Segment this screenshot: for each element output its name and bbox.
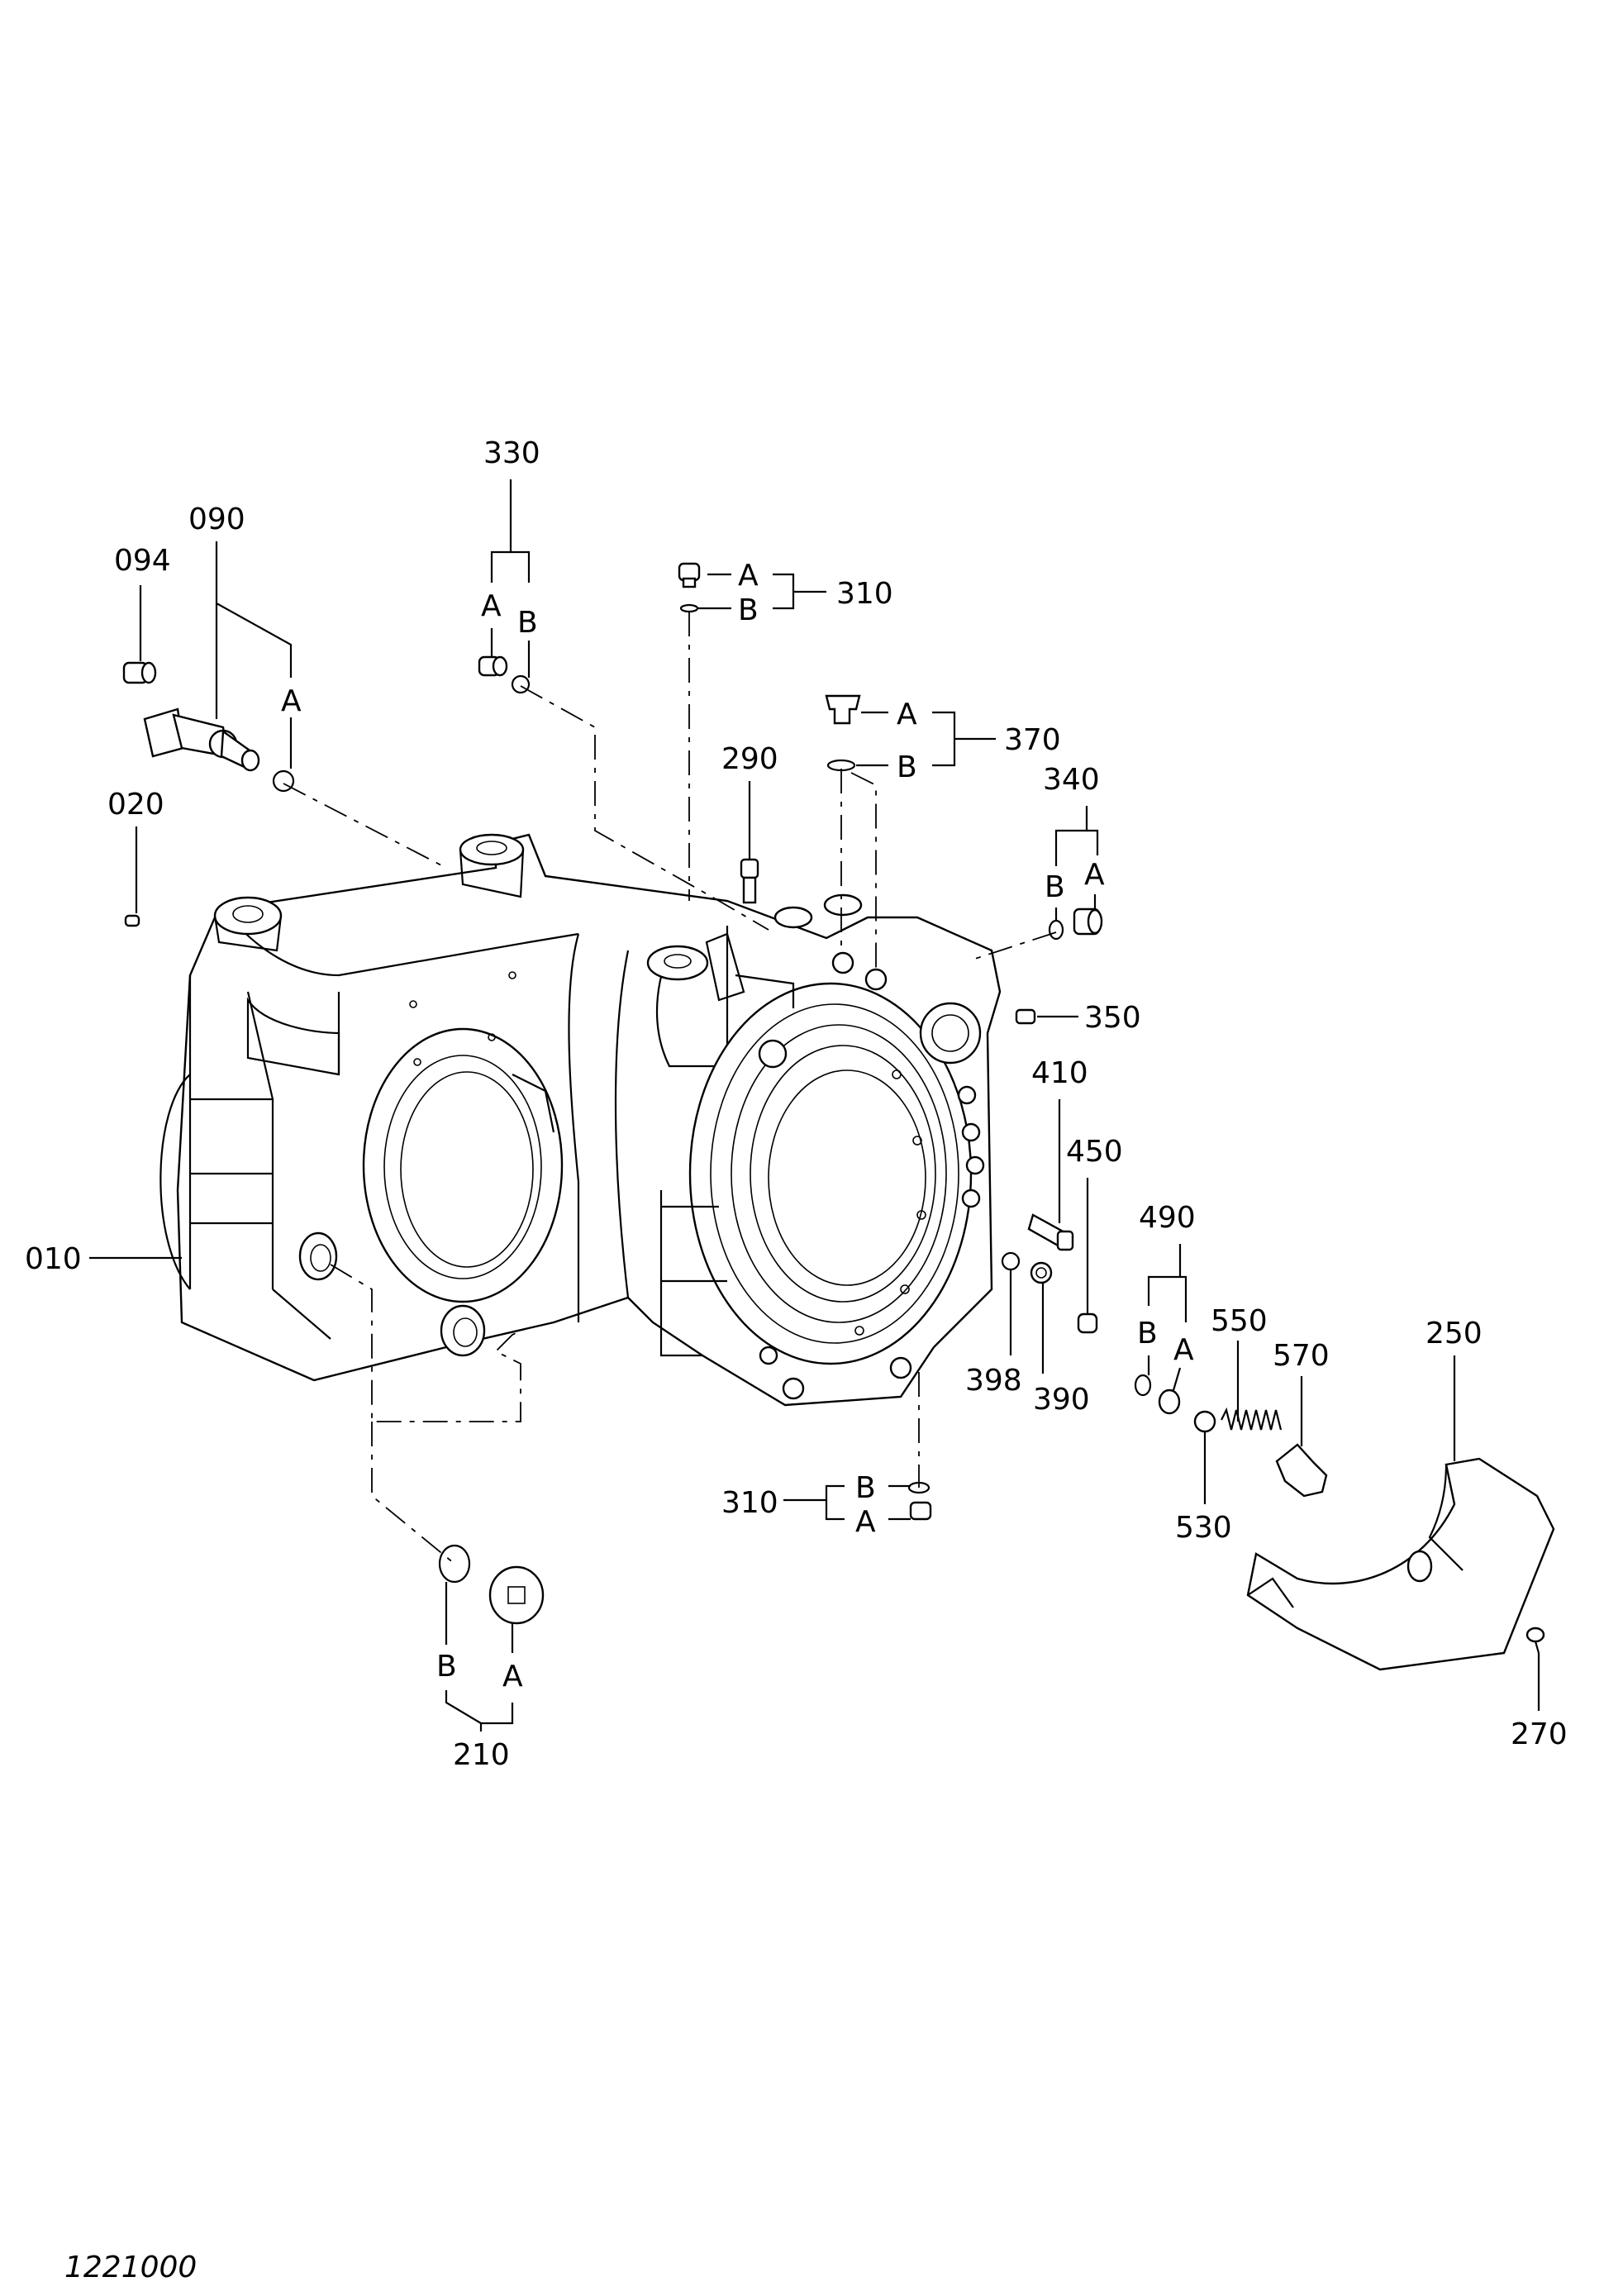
part-020-pin [124,914,140,927]
part-330 [478,655,531,694]
callout-020: 020 [107,788,164,822]
callout-270: 270 [1511,1717,1568,1751]
part-350 [1015,1008,1036,1025]
callout-330: 330 [483,436,540,470]
small-parts [122,562,1555,1671]
part-370 [825,694,861,772]
sublabel-a: A [481,589,502,623]
part-290 [740,858,759,904]
part-310-bottom [907,1481,932,1521]
callout-410: 410 [1031,1056,1088,1090]
part-490 [1134,1374,1181,1415]
callout-490: 490 [1139,1201,1196,1235]
callout-310-top: 310 [836,577,893,611]
figure-number: 1221000 [64,2251,197,2284]
callout-310-bottom: 310 [721,1486,778,1520]
callout-370: 370 [1004,723,1061,757]
callout-550: 550 [1211,1304,1268,1338]
callout-340: 340 [1043,763,1100,797]
assembly-lines [283,612,1057,1565]
sublabel-b: B [1137,1317,1158,1350]
part-310-top [678,562,701,613]
part-250-cover [1246,1457,1555,1671]
sublabel-b: B [1045,870,1065,904]
sublabel-a: A [738,559,759,593]
sublabel-a: A [855,1505,876,1539]
sublabel-a: A [1173,1333,1194,1367]
sublabel-a: A [897,698,917,731]
part-340 [1048,907,1103,941]
sublabel-b: B [855,1471,876,1505]
part-530-ball [1193,1410,1216,1433]
part-270-screw [1525,1627,1545,1654]
sublabel-b: B [436,1650,457,1684]
part-210 [438,1544,545,1625]
callout-250: 250 [1426,1317,1483,1350]
sub-labels: A A B A B A B B A B A B A B A [281,559,1194,1693]
sublabel-a: A [1084,858,1105,892]
callout-210: 210 [453,1738,510,1772]
sublabel-a: A [502,1660,523,1693]
callout-570: 570 [1273,1339,1330,1373]
part-550-spring [1221,1407,1283,1431]
callout-094: 094 [114,544,171,578]
leader-lines [89,479,1540,1732]
callout-450: 450 [1066,1135,1123,1169]
callout-530: 530 [1175,1511,1232,1545]
sublabel-a: A [281,684,302,718]
callout-290: 290 [721,742,778,776]
part-450 [1077,1312,1098,1334]
sublabel-b: B [517,606,538,640]
sublabel-b: B [738,593,759,627]
callout-010: 010 [25,1242,82,1276]
sublabel-b: B [897,750,917,784]
callout-090: 090 [188,503,245,536]
transmission-housing [159,833,1002,1407]
callout-labels: 010 020 090 094 210 250 270 290 310 310 … [25,436,1568,1772]
callout-398: 398 [965,1364,1022,1398]
callout-350: 350 [1084,1001,1141,1035]
part-094-plug [122,661,157,684]
part-570 [1275,1443,1328,1498]
part-410 [1027,1213,1074,1251]
callout-390: 390 [1033,1383,1090,1417]
part-090-sensor [143,707,295,793]
part-398-390 [1001,1251,1053,1284]
